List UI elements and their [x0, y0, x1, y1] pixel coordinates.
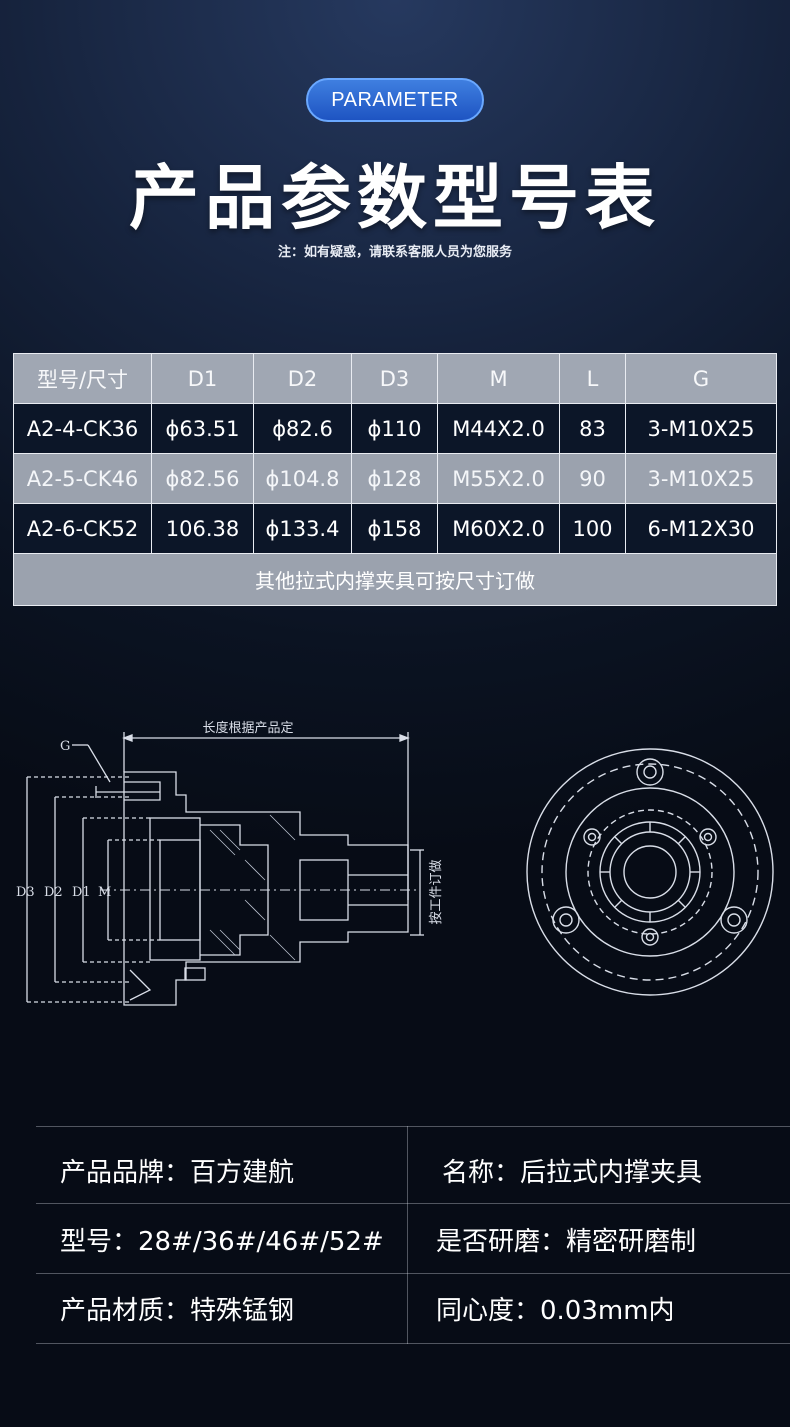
d3-label: D3	[16, 885, 35, 900]
header-cell: L	[559, 353, 626, 404]
table-cell: 3-M10X25	[625, 453, 777, 504]
spec-table: 型号/尺寸 D1 D2 D3 M L G A2-4-CK36 ϕ63.51 ϕ8…	[13, 353, 777, 606]
custom-order-note: 其他拉式内撑夹具可按尺寸订做	[13, 553, 777, 606]
service-note: 注：如有疑惑，请联系客服人员为您服务	[277, 245, 512, 260]
table-row: A2-6-CK52 106.38 ϕ133.4 ϕ158 M60X2.0 100…	[13, 503, 777, 554]
table-cell: ϕ104.8	[253, 453, 352, 504]
brand-info: 产品品牌：百方建航	[60, 1157, 295, 1188]
table-cell: 100	[559, 503, 626, 554]
name-info: 名称：后拉式内撑夹具	[442, 1157, 703, 1188]
header-cell: D3	[351, 353, 438, 404]
table-cell: A2-4-CK36	[13, 403, 152, 454]
g-label: G	[60, 739, 70, 754]
table-cell: M60X2.0	[437, 503, 560, 554]
table-cell: A2-6-CK52	[13, 503, 152, 554]
table-cell: ϕ133.4	[253, 503, 352, 554]
product-info-grid: 产品品牌：百方建航 名称：后拉式内撑夹具 型号：28#/36#/46#/52# …	[0, 1126, 790, 1344]
table-cell: 3-M10X25	[625, 403, 777, 454]
technical-drawing: 长度根据产品定 G D3 D2 D1 M 按工件订做	[16, 720, 774, 1006]
grinding-info: 是否研磨：精密研磨制	[436, 1226, 697, 1257]
table-cell: ϕ110	[351, 403, 438, 454]
table-cell: ϕ128	[351, 453, 438, 504]
table-cell: ϕ158	[351, 503, 438, 554]
table-cell: ϕ82.6	[253, 403, 352, 454]
table-cell: 90	[559, 453, 626, 504]
material-info: 产品材质：特殊锰钢	[60, 1295, 295, 1326]
header-cell: D2	[253, 353, 352, 404]
concentricity-info: 同心度：0.03mm内	[436, 1295, 675, 1326]
m-label: M	[98, 885, 111, 900]
page-title: 产品参数型号表	[129, 157, 661, 239]
table-header-row: 型号/尺寸 D1 D2 D3 M L G	[13, 353, 777, 404]
table-cell: 106.38	[151, 503, 254, 554]
table-row: A2-4-CK36 ϕ63.51 ϕ82.6 ϕ110 M44X2.0 83 3…	[13, 403, 777, 454]
header-cell: 型号/尺寸	[13, 353, 152, 404]
length-label: 长度根据产品定	[202, 720, 293, 736]
table-cell: M55X2.0	[437, 453, 560, 504]
d2-label: D2	[44, 885, 63, 900]
table-row: A2-5-CK46 ϕ82.56 ϕ104.8 ϕ128 M55X2.0 90 …	[13, 453, 777, 504]
header-cell: M	[437, 353, 560, 404]
table-cell: M44X2.0	[437, 403, 560, 454]
model-info: 型号：28#/36#/46#/52#	[60, 1226, 384, 1257]
side-label: 按工件订做	[429, 859, 444, 924]
parameter-badge: PARAMETER	[306, 78, 484, 122]
table-cell: 83	[559, 403, 626, 454]
table-cell: 6-M12X30	[625, 503, 777, 554]
header-cell: G	[625, 353, 777, 404]
table-cell: ϕ82.56	[151, 453, 254, 504]
d1-label: D1	[72, 885, 91, 900]
table-cell: ϕ63.51	[151, 403, 254, 454]
table-footer-row: 其他拉式内撑夹具可按尺寸订做	[13, 553, 777, 606]
header-cell: D1	[151, 353, 254, 404]
table-cell: A2-5-CK46	[13, 453, 152, 504]
